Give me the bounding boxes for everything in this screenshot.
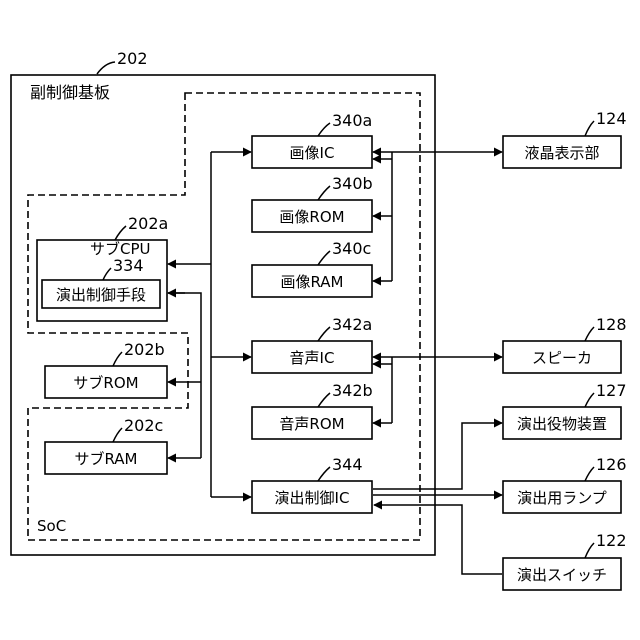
sub-ram-leader (113, 428, 122, 442)
image-rom-ref: 340b (332, 174, 373, 193)
effect-ic-leader (318, 467, 330, 481)
sound-rom-label: 音声ROM (279, 415, 344, 433)
sub-rom-leader (113, 352, 122, 366)
sub-cpu-ref: 202a (128, 214, 168, 233)
sub-rom-ref: 202b (124, 340, 165, 359)
effect-device-leader (585, 393, 594, 407)
effect-control-means-ref: 334 (113, 256, 144, 275)
effect-ic-device-arrow (373, 423, 502, 489)
sub-ram-label: サブRAM (74, 450, 137, 468)
image-ic-ref: 340a (332, 111, 372, 130)
sub-control-board-ref: 202 (117, 49, 148, 68)
sub-cpu-leader (115, 226, 126, 240)
sub-ram-ref: 202c (124, 416, 163, 435)
image-ic-leader (318, 123, 330, 136)
sound-ic-label: 音声IC (290, 349, 335, 367)
effect-device-ref: 127 (596, 381, 627, 400)
image-rom-label: 画像ROM (279, 208, 344, 226)
effect-control-means-label: 演出制御手段 (56, 286, 146, 304)
image-ic-label: 画像IC (290, 144, 335, 162)
speaker-label: スピーカ (532, 349, 592, 367)
lcd-label: 液晶表示部 (524, 144, 599, 162)
effect-ic-label: 演出制御IC (275, 489, 350, 507)
sound-ic-leader (318, 327, 330, 341)
effect-switch-ref: 122 (596, 531, 627, 550)
sub-rom-label: サブROM (73, 374, 138, 392)
image-ram-ref: 340c (332, 239, 371, 258)
image-ram-label: 画像RAM (280, 273, 343, 291)
effect-ic-ref: 344 (332, 455, 363, 474)
lcd-leader (585, 121, 594, 136)
sub-control-board-leader (97, 62, 115, 74)
sound-rom-ref: 342b (332, 381, 373, 400)
effect-device-label: 演出役物装置 (517, 415, 607, 433)
image-ram-leader (318, 251, 330, 265)
lcd-ref: 124 (596, 109, 627, 128)
effect-lamp-ref: 126 (596, 455, 627, 474)
effect-switch-label: 演出スイッチ (517, 566, 607, 584)
soc-label: SoC (37, 517, 66, 535)
effect-lamp-leader (585, 467, 594, 481)
image-rom-leader (318, 186, 330, 200)
effect-lamp-label: 演出用ランプ (517, 489, 607, 507)
speaker-leader (585, 327, 594, 341)
means-bus-line (168, 293, 201, 458)
effect-switch-leader (585, 543, 594, 558)
sub-control-board-title: 副制御基板 (30, 83, 110, 102)
sound-rom-leader (318, 393, 330, 407)
speaker-ref: 128 (596, 315, 627, 334)
sound-ic-ref: 342a (332, 315, 372, 334)
